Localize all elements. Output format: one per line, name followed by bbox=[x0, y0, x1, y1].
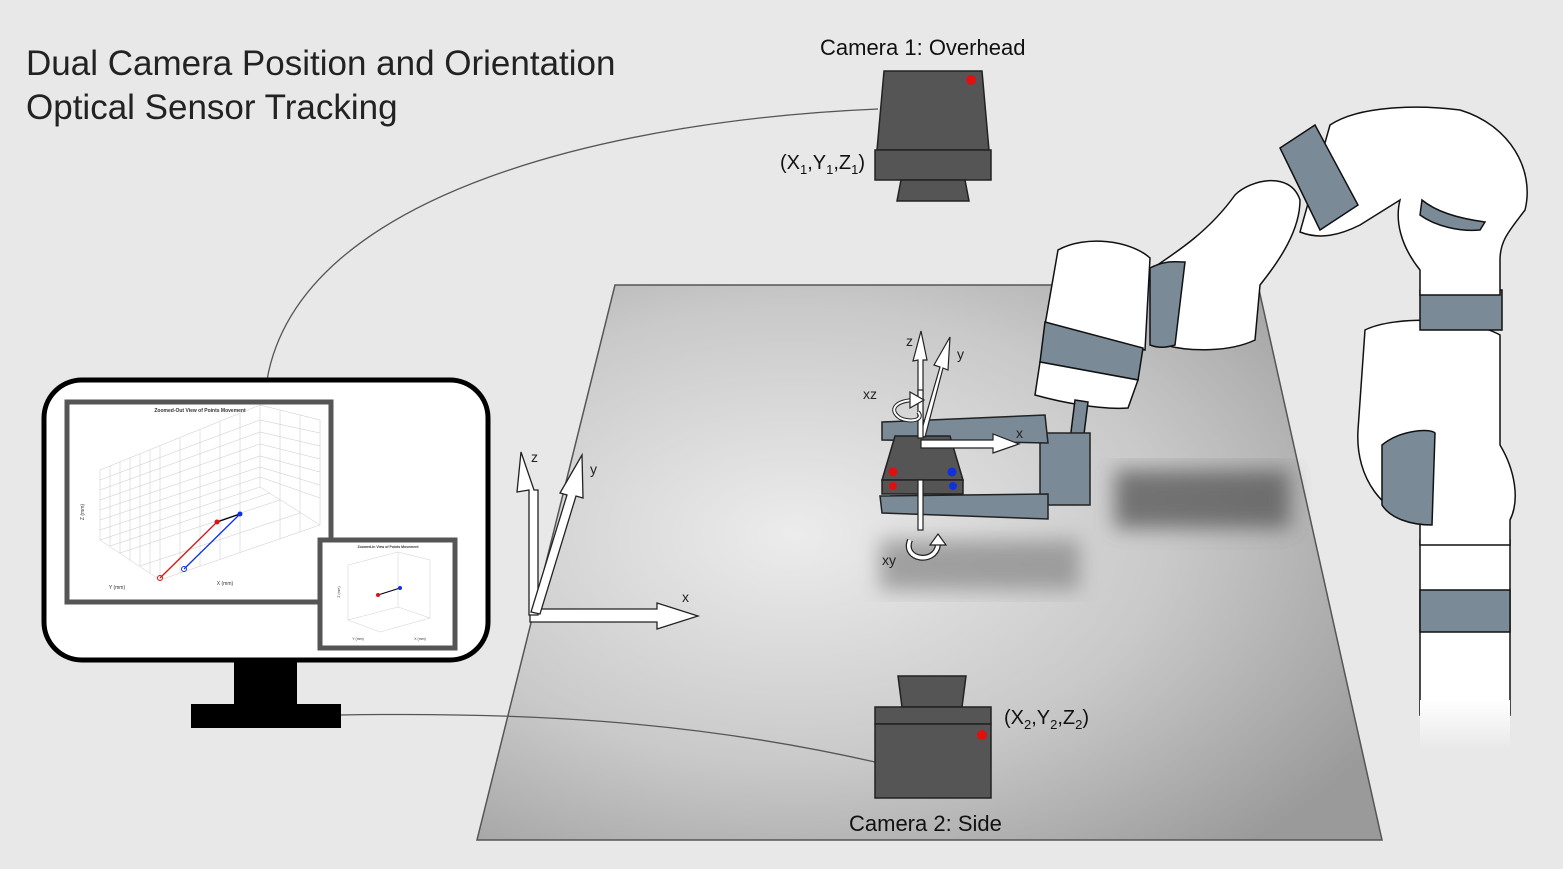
object-z-label: z bbox=[906, 333, 913, 349]
camera2-coord-x: (X bbox=[1004, 707, 1024, 729]
object-axes bbox=[892, 330, 1021, 561]
object-x-arrow bbox=[920, 433, 1021, 454]
camera1-coord-z-sub: 1 bbox=[851, 162, 859, 177]
camera2-coord-x-sub: 2 bbox=[1024, 717, 1032, 732]
main-plot-data bbox=[157, 511, 243, 581]
inset-plot-grid bbox=[347, 551, 431, 633]
camera2-coord-close: ) bbox=[1082, 707, 1090, 729]
world-x-arrow bbox=[529, 602, 701, 630]
camera2-coord-y: ,Y bbox=[1031, 707, 1051, 729]
world-z-arrow bbox=[516, 451, 539, 616]
robot-arm bbox=[1034, 106, 1528, 750]
camera1-label: Camera 1: Overhead bbox=[820, 35, 1026, 60]
camera1-status-led bbox=[966, 75, 976, 85]
monitor bbox=[41, 377, 491, 728]
object-marker-blue bbox=[947, 467, 957, 477]
world-x-label: x bbox=[682, 589, 689, 605]
diagram-title-line1: Dual Camera Position and Orientation bbox=[26, 44, 616, 83]
main-plot-window bbox=[64, 399, 334, 605]
diagram-title: Dual Camera Position and Orientation Opt… bbox=[26, 42, 615, 130]
inset-plot-title: Zoomed-In View of Points Movement bbox=[358, 545, 420, 549]
inset-plot-xlabel: X (mm) bbox=[414, 637, 425, 641]
world-axes bbox=[516, 451, 701, 630]
object-marker-red bbox=[888, 467, 898, 477]
object-y-label: y bbox=[957, 346, 964, 362]
object-x-label: x bbox=[1016, 425, 1023, 441]
camera2-coordinates: (X2,Y2,Z2) bbox=[1004, 707, 1089, 732]
camera1-cable bbox=[266, 108, 879, 381]
camera2-coord-z: ,Z bbox=[1057, 707, 1076, 729]
rotation-xy-label: xy bbox=[882, 552, 896, 568]
world-z-label: z bbox=[531, 449, 538, 465]
camera1-coord-y: ,Y bbox=[807, 152, 827, 174]
camera1-coord-y-sub: 1 bbox=[826, 162, 834, 177]
main-plot-title: Zoomed-Out View of Points Movement bbox=[154, 408, 246, 414]
gripper-shadow bbox=[880, 470, 1290, 590]
main-plot-zlabel: Z (mm) bbox=[80, 504, 86, 520]
object-y-arrow bbox=[919, 336, 951, 438]
main-plot-grid bbox=[99, 404, 321, 581]
camera1-coord-x: (X bbox=[780, 152, 800, 174]
camera1-coordinates: (X1,Y1,Z1) bbox=[780, 152, 865, 177]
camera1-coord-z: ,Z bbox=[833, 152, 852, 174]
camera2-status-led bbox=[977, 730, 987, 740]
world-y-label: y bbox=[590, 461, 597, 477]
inset-plot-zlabel: Z (mm) bbox=[337, 586, 341, 597]
camera1-coord-close: ) bbox=[858, 152, 866, 174]
main-plot-ylabel: Y (mm) bbox=[109, 585, 126, 591]
camera2-device bbox=[874, 675, 992, 799]
main-plot-xlabel: X (mm) bbox=[217, 581, 234, 587]
rotation-xz-label: xz bbox=[863, 386, 877, 402]
camera1-device bbox=[874, 70, 992, 202]
camera2-cable bbox=[339, 713, 876, 763]
camera1-coord-x-sub: 1 bbox=[800, 162, 808, 177]
camera2-coord-y-sub: 2 bbox=[1050, 717, 1058, 732]
camera2-coord-z-sub: 2 bbox=[1075, 717, 1083, 732]
inset-plot-data bbox=[376, 586, 402, 597]
world-y-arrow bbox=[530, 452, 584, 615]
diagram-title-line2: Optical Sensor Tracking bbox=[26, 88, 398, 127]
inset-plot-ylabel: Y (mm) bbox=[352, 637, 363, 641]
camera2-label: Camera 2: Side bbox=[849, 811, 1002, 836]
